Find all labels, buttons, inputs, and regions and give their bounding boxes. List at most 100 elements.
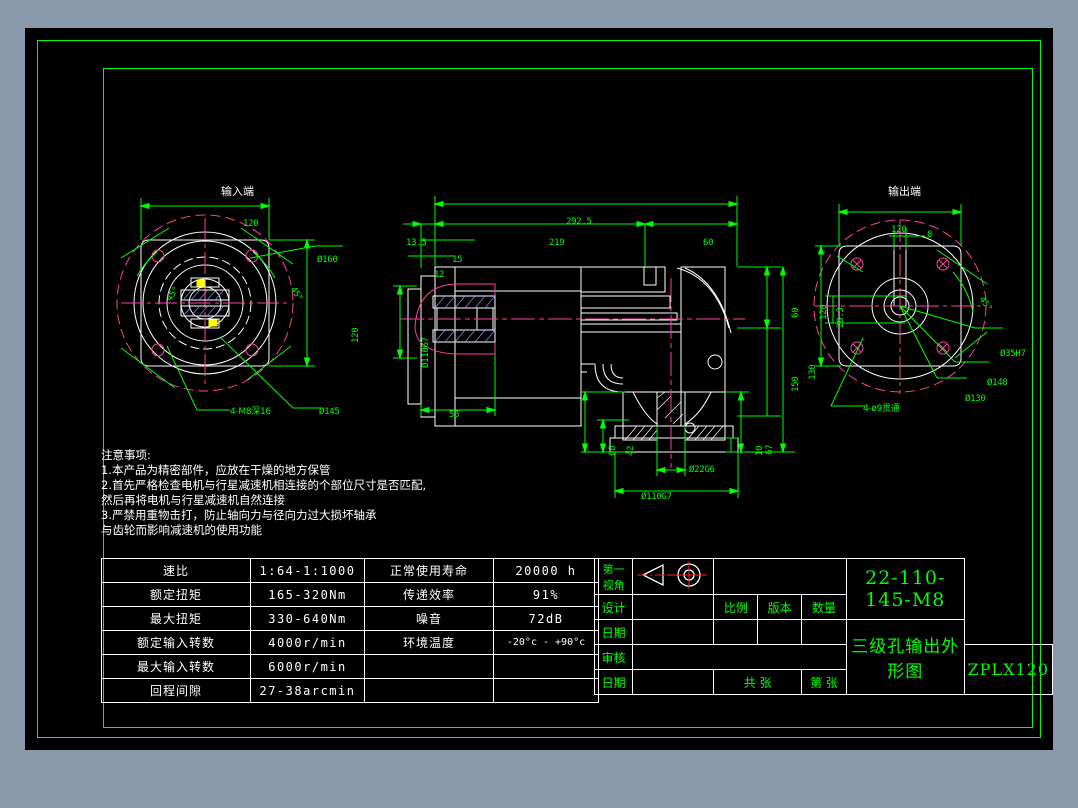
view-output-end [813,204,1003,407]
dim-shaft-dia: Ø22G6 [689,465,715,475]
title-block-row-design: 设计 比例 版本 数量 [593,594,1053,620]
table-row: 最大输入转数 6000r/min [101,654,599,679]
table-row: 额定输入转数 4000r/min 环境温度 -20°c - +90°c [101,630,599,655]
dim-height-60: 60 [791,307,801,318]
note-line-4: 3.严禁用重物击打，防止轴向力与径向力过大损坏轴承 [101,508,377,522]
dim-register-dia: Ø110G7 [641,492,672,502]
spec-table: 速比 1:64-1:1000 正常使用寿命 20000 h 额定扭矩 165-3… [101,558,599,703]
title-block-row-projection: 第一视角 22-110-145-M [593,558,1053,620]
dim-input-width: 120 [243,219,259,229]
dim-height-130: 130 [808,364,818,380]
spec-value-2: 72dB [493,606,599,631]
dim-output-pilot: Ø130 [965,394,986,404]
check-label: 审核 [593,644,634,670]
dim-pad-thickness: 10 [755,445,765,456]
dim-output-shaft-bore: Ø35H7 [1000,349,1026,359]
dim-output-bolt-circle: Ø148 [987,378,1008,388]
dim-flange-thickness: 13.5 [406,238,427,248]
spec-value-1: 330-640Nm [250,606,365,631]
dim-output-key-depth: 28.3 [836,307,846,328]
dim-output-length: 60 [703,238,714,248]
title-block: 第一视角 22-110-145-M [593,558,1054,695]
spec-label-2: 噪音 [364,606,494,631]
dim-step-b: 12 [434,270,445,280]
notes-heading: 注意事项: [101,448,151,462]
version-value[interactable] [757,619,803,645]
dim-output-holes: 4-ø9贯通 [863,404,900,414]
input-end-title: 输入端 [221,185,254,198]
table-row: 回程间隙 27-38arcmin [101,678,599,703]
dim-body-length: 219 [549,238,565,248]
spec-table-wrap: 速比 1:64-1:1000 正常使用寿命 20000 h 额定扭矩 165-3… [101,558,599,703]
spec-label-2: 传递效率 [364,582,494,607]
check-value[interactable] [632,644,847,670]
dim-output-key-width: 8 [927,230,933,240]
spec-value-2 [493,678,599,703]
dim-input-bore: Ø110G7 [421,337,431,368]
spacer [1000,700,1078,701]
spec-label-2 [364,678,494,703]
spec-label-2: 环境温度 [364,630,494,655]
design-label: 设计 [593,594,634,620]
drawing-frame-inner [103,68,1033,728]
spec-value-1: 27-38arcmin [250,678,365,703]
notes-block: 注意事项: 1.本产品为精密部件，应放在干燥的地方保管 2.首先严格检查电机与行… [101,448,426,538]
spec-label-2: 正常使用寿命 [364,558,494,583]
note-line-5: 与齿轮而影响减速机的使用功能 [101,523,262,537]
title-block-row-date-2: 日期 共 张 第 张 [593,669,1053,695]
spec-value-1: 1:64-1:1000 [250,558,365,583]
date-label-2: 日期 [593,669,634,695]
sheet-total: 共 张 [713,669,803,695]
spec-label-2 [364,654,494,679]
drawing-canvas: 输入端 120 120 Ø160 Ø145 4-M8深16 45° 45° 29… [25,28,1054,750]
scale-label: 比例 [713,594,759,620]
spec-value-1: 6000r/min [250,654,365,679]
date-value-2[interactable] [632,669,715,695]
drawing-frame-outer [37,40,1041,738]
spec-label-1: 回程间隙 [101,678,251,703]
part-number: 22-110-145-M8 [845,558,965,620]
spec-value-2: 20000 h [493,558,599,583]
spec-value-2: -20°c - +90°c [493,630,599,655]
spec-value-2: 91% [493,582,599,607]
output-end-title: 输出端 [888,185,921,198]
quantity-label: 数量 [801,594,847,620]
view-input-end [116,198,343,411]
first-angle-projection-icon [637,561,708,589]
dim-output-height: 120 [819,304,829,320]
table-row: 速比 1:64-1:1000 正常使用寿命 20000 h [101,558,599,583]
drawing-name: 三级孔输出外形图 [845,619,965,695]
dim-pad-height: 67 [765,444,775,455]
table-row: 额定扭矩 165-320Nm 传递效率 91% [101,582,599,607]
dim-foot-height: 60 [608,445,618,456]
spec-label-1: 额定输入转数 [101,630,251,655]
dim-input-bolt-circle: Ø160 [317,255,338,265]
model-code-cell [1000,641,1078,689]
spec-label-1: 最大输入转数 [101,654,251,679]
title-block-row-check: 审核 ZPLX120 [593,644,1054,695]
dim-foot-offset: 55 [449,410,460,420]
sheet-no: 第 张 [801,669,847,695]
table-row: 最大扭矩 330-640Nm 噪音 72dB [101,606,599,631]
spec-value-1: 165-320Nm [250,582,365,607]
projection-label: 第一视角 [593,558,634,595]
dim-input-pilot: Ø145 [319,407,340,417]
spec-value-1: 4000r/min [250,630,365,655]
title-block-table: 第一视角 22-110-145-M [593,558,1054,695]
dim-input-height: 120 [351,327,361,343]
spec-label-1: 额定扭矩 [101,582,251,607]
spec-label-1: 最大扭矩 [101,606,251,631]
date-value-1[interactable] [632,619,715,645]
projection-blank-cell [713,558,847,595]
date-label-1: 日期 [593,619,634,645]
note-line-1: 1.本产品为精密部件，应放在干燥的地方保管 [101,463,331,477]
quantity-value[interactable] [801,619,847,645]
note-line-2: 2.首先严格检查电机与行星减速机相连接的个部位尺寸是否匹配, [101,478,427,492]
dim-output-width: 120 [891,225,907,235]
version-label: 版本 [757,594,803,620]
scale-value[interactable] [713,619,759,645]
model-code: ZPLX120 [963,644,1054,695]
dim-step-a: 15 [452,255,463,265]
design-value[interactable] [632,594,715,620]
